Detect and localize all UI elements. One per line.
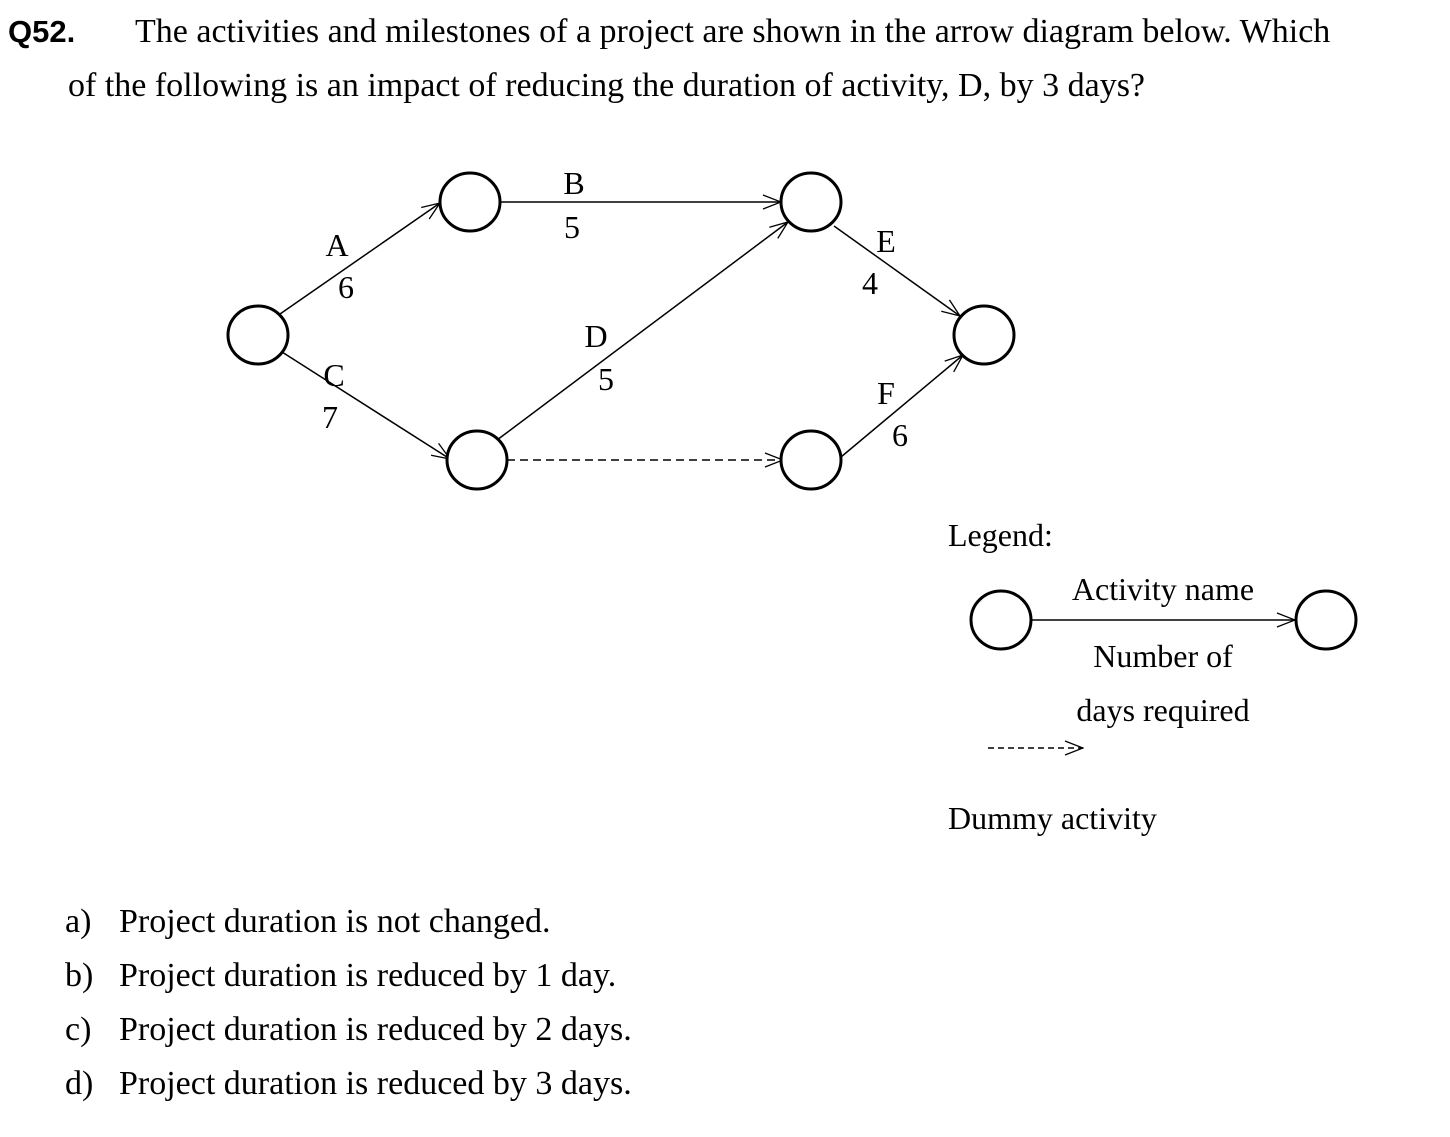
- legend-start-node: [969, 589, 1033, 651]
- activity-c-arrow: [281, 351, 450, 459]
- option-letter: a): [65, 903, 92, 940]
- activity-f-name: F: [877, 375, 895, 411]
- activity-e-days: 4: [862, 265, 878, 301]
- option-letter: d): [65, 1065, 94, 1102]
- question-text-line-1: The activities and milestones of a proje…: [135, 13, 1331, 50]
- milestone-node-6: [952, 304, 1016, 366]
- legend-days-line-1: Number of: [1093, 638, 1233, 674]
- activity-a-days: 6: [338, 269, 354, 305]
- activity-f-arrow: [840, 355, 963, 458]
- milestone-node-4: [779, 171, 843, 233]
- activity-d-arrow: [496, 222, 788, 441]
- activity-f-days: 6: [892, 417, 908, 453]
- option-text: Project duration is not changed.: [119, 903, 551, 940]
- question-text-line-2: of the following is an impact of reducin…: [68, 67, 1146, 104]
- activity-d-days: 5: [598, 361, 614, 397]
- answer-option-d: d) Project duration is reduced by 3 days.: [65, 1062, 632, 1106]
- legend-title: Legend:: [948, 517, 1053, 553]
- legend-activity-name: Activity name: [1072, 571, 1254, 607]
- activity-a-arrow: [279, 203, 440, 315]
- activity-c-days: 7: [322, 399, 338, 435]
- activity-e-name: E: [876, 223, 896, 259]
- legend-days-line-2: days required: [1076, 692, 1249, 728]
- answer-option-b: b) Project duration is reduced by 1 day.: [65, 954, 616, 998]
- option-letter: c): [65, 1011, 92, 1048]
- activity-c-name: C: [323, 357, 344, 393]
- milestone-node-1: [226, 304, 290, 366]
- option-text: Project duration is reduced by 1 day.: [119, 957, 617, 994]
- question-number: Q52.: [8, 14, 76, 49]
- answer-option-c: c) Project duration is reduced by 2 days.: [65, 1008, 632, 1052]
- legend-dummy-label: Dummy activity: [948, 800, 1157, 836]
- activity-e-arrow: [833, 225, 960, 316]
- option-text: Project duration is reduced by 3 days.: [119, 1065, 632, 1102]
- answer-option-a: a) Project duration is not changed.: [65, 900, 551, 944]
- activity-b-days: 5: [564, 209, 580, 245]
- milestone-node-2: [438, 171, 502, 233]
- milestone-node-5: [779, 429, 843, 491]
- option-text: Project duration is reduced by 2 days.: [119, 1011, 632, 1048]
- option-letter: b): [65, 957, 94, 994]
- activity-a-name: A: [325, 227, 348, 263]
- milestone-node-3: [445, 429, 509, 491]
- activity-d-name: D: [584, 318, 607, 354]
- activity-b-name: B: [563, 165, 584, 201]
- legend-end-node: [1294, 589, 1358, 651]
